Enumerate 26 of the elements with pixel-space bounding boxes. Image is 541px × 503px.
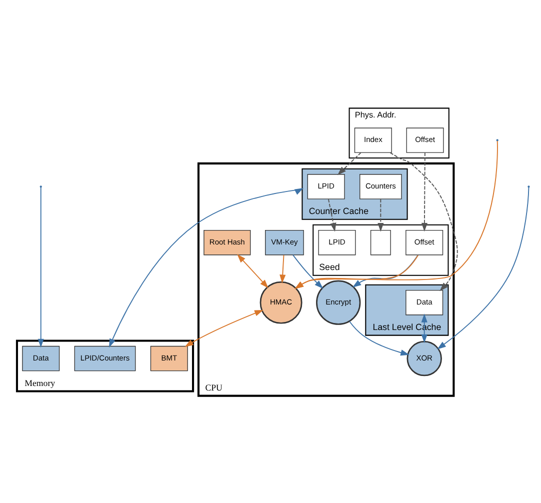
node-box: Data: [406, 289, 444, 315]
node-box: VM-Key: [265, 229, 304, 255]
node-box: Offset: [406, 229, 444, 255]
arrow: [38, 186, 44, 348]
node-box: Root Hash: [204, 229, 251, 255]
arrow: [437, 186, 530, 349]
node-box: Offset: [406, 127, 444, 152]
arrow: [378, 198, 384, 232]
node-box: LPID/Counters: [74, 345, 136, 371]
arrow: [328, 198, 336, 232]
arrow: [421, 152, 428, 232]
arrow: [349, 320, 410, 356]
node-circle: XOR: [406, 340, 442, 376]
arrow: [184, 309, 264, 346]
node-box: LPID: [307, 174, 345, 199]
node-box: LPID: [318, 229, 356, 255]
node-box: Index: [354, 127, 392, 152]
arrow: [338, 152, 362, 175]
node-box: [370, 229, 391, 255]
node-box: Counters: [360, 174, 402, 199]
arrow: [280, 254, 286, 283]
node-box: Data: [22, 345, 60, 371]
node-circle: HMAC: [260, 280, 302, 324]
arrow: [421, 313, 428, 343]
node-box: BMT: [150, 345, 188, 371]
arrow: [237, 254, 268, 288]
